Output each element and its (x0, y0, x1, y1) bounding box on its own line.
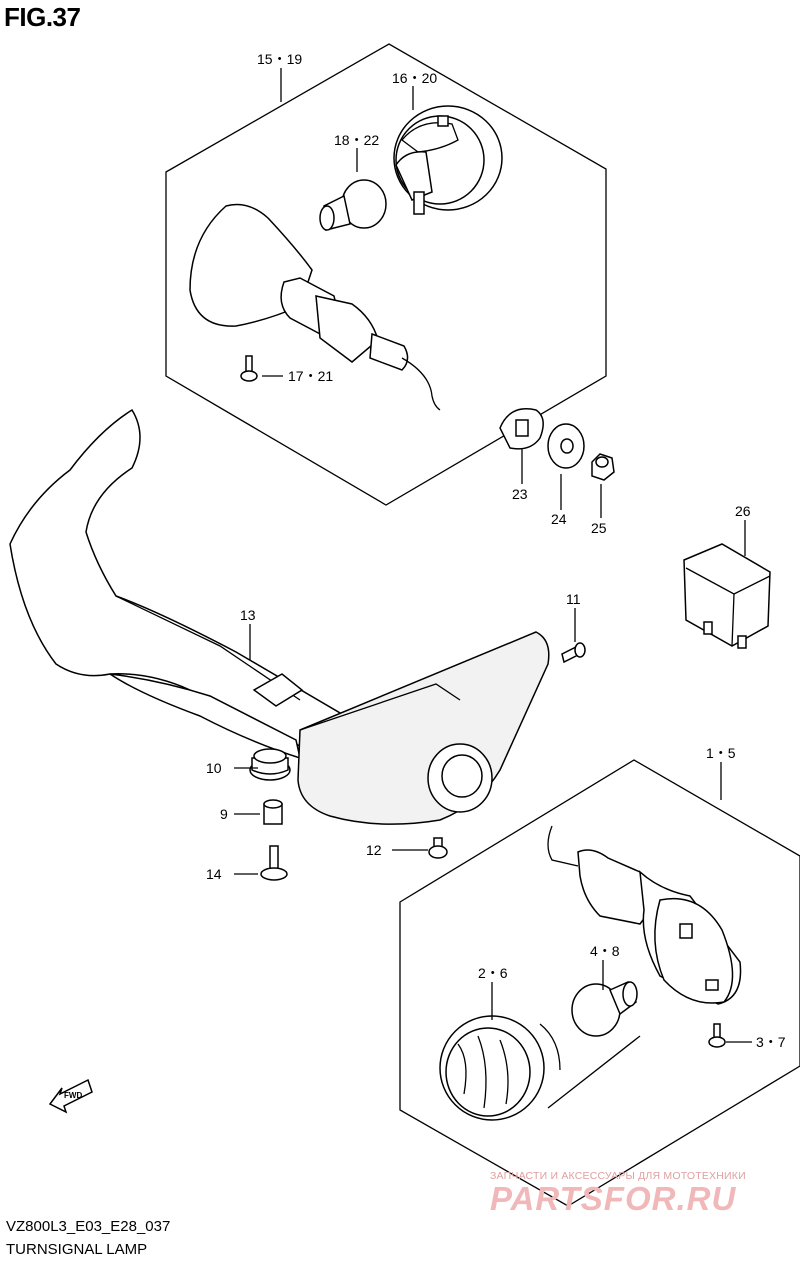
lower-assembly-box (399, 759, 800, 1207)
washer-icon[interactable] (547, 423, 585, 469)
callout-24: 24 (551, 511, 567, 527)
callout-labels: 15・19 16・20 18・22 17・21 23 24 25 26 13 1… (206, 51, 786, 1050)
screw-icon[interactable] (240, 355, 258, 382)
watermark-logo: PARTSFOR.RU (490, 1180, 737, 1217)
front-lamp-shell-icon[interactable] (547, 825, 742, 1005)
figure-caption: TURNSIGNAL LAMP (6, 1241, 148, 1258)
model-code: VZ800L3_E03_E28_037 (6, 1218, 171, 1235)
callout-23: 23 (512, 486, 528, 502)
callout-25: 25 (591, 520, 607, 536)
callout-17-21: 17・21 (288, 368, 333, 384)
callout-9: 9 (220, 806, 228, 822)
bolt-icon[interactable] (260, 845, 288, 881)
callout-1-5: 1・5 (706, 745, 736, 761)
callout-16-20: 16・20 (392, 70, 437, 86)
front-lens-icon[interactable] (439, 1015, 641, 1121)
nut-icon[interactable] (591, 453, 615, 481)
grommet-icon[interactable] (249, 748, 291, 781)
callout-4-8: 4・8 (590, 943, 620, 959)
rubber-washer-icon[interactable] (499, 408, 544, 450)
front-screw-icon[interactable] (708, 1023, 726, 1048)
fwd-label: FWD (64, 1091, 82, 1100)
bulb-icon[interactable] (319, 179, 387, 231)
bracket-icon[interactable] (9, 408, 550, 825)
relay-icon[interactable] (683, 543, 771, 649)
callout-15-19: 15・19 (257, 51, 302, 67)
fwd-arrow-icon: FWD (48, 1078, 93, 1114)
bolt-small-icon[interactable] (428, 837, 448, 859)
callout-26: 26 (735, 503, 751, 519)
callout-14: 14 (206, 866, 222, 882)
collar-icon[interactable] (263, 799, 283, 825)
callout-18-22: 18・22 (334, 132, 379, 148)
lamp-housing-icon[interactable] (393, 105, 503, 215)
callout-11: 11 (566, 591, 581, 607)
screw-small-icon[interactable] (561, 642, 586, 664)
figure-title: FIG.37 (4, 2, 81, 32)
callout-10: 10 (206, 760, 222, 776)
lamp-shell-icon[interactable] (189, 203, 441, 411)
watermark-subtitle: ЗАПЧАСТИ И АКСЕССУАРЫ ДЛЯ МОТОТЕХНИКИ (490, 1170, 746, 1182)
upper-assembly-box (165, 43, 607, 506)
callout-13: 13 (240, 607, 256, 623)
callout-12: 12 (366, 842, 382, 858)
callout-3-7: 3・7 (756, 1034, 786, 1050)
front-bulb-icon[interactable] (571, 980, 638, 1037)
callout-leaders (234, 68, 752, 1043)
callout-2-6: 2・6 (478, 965, 508, 981)
